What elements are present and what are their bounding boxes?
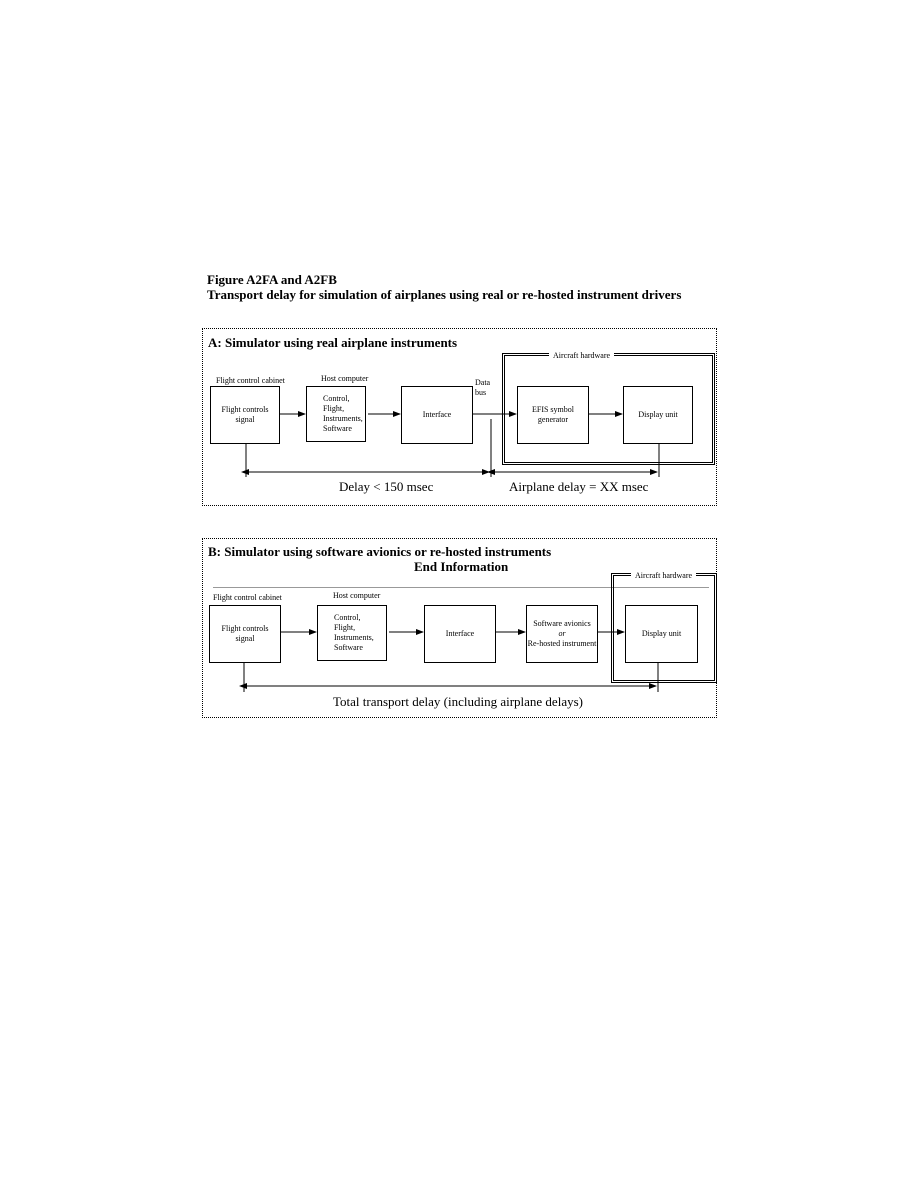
host-computer-label: Host computer [333, 591, 381, 600]
total-transport-delay-label: Total transport delay (including airplan… [333, 694, 583, 709]
flight-control-cabinet-label: Flight control cabinet [216, 376, 285, 385]
airplane-delay-label: Airplane delay = XX msec [509, 479, 649, 494]
panel-a: A: Simulator using real airplane instrum… [202, 328, 717, 506]
host-computer-box: Control, Flight, Instruments, Software [306, 386, 366, 442]
aircraft-hardware-label: Aircraft hardware [631, 571, 697, 580]
delay-label: Delay < 150 msec [339, 479, 434, 494]
interface-box: Interface [401, 386, 473, 444]
figure-title-line2: Transport delay for simulation of airpla… [207, 287, 682, 302]
figure-title: Figure A2FA and A2FB Transport delay for… [207, 272, 681, 302]
panel-a-title: A: Simulator using real airplane instrum… [208, 335, 458, 350]
software-avionics-box: Software avionics or Re-hosted instrumen… [526, 605, 598, 663]
host-computer-box: Control, Flight, Instruments, Software [317, 605, 387, 661]
flight-controls-signal-box: Flight controls signal [209, 605, 281, 663]
flight-control-cabinet-label: Flight control cabinet [213, 593, 282, 602]
efis-symbol-generator-box: EFIS symbol generator [517, 386, 589, 444]
aircraft-hardware-label: Aircraft hardware [549, 351, 615, 360]
display-unit-box: Display unit [625, 605, 698, 663]
figure-title-line1: Figure A2FA and A2FB [207, 272, 337, 287]
data-bus-label: Data bus [475, 378, 491, 397]
panel-a-connectors [241, 411, 660, 477]
interface-box: Interface [424, 605, 496, 663]
panel-b: B: Simulator using software avionics or … [202, 538, 717, 718]
flight-controls-signal-box: Flight controls signal [210, 386, 280, 444]
divider [213, 587, 709, 588]
end-information-label: End Information [414, 559, 509, 574]
panel-b-title: B: Simulator using software avionics or … [208, 544, 552, 559]
panel-b-connectors [239, 629, 659, 692]
display-unit-box: Display unit [623, 386, 693, 444]
host-computer-label: Host computer [321, 374, 369, 383]
